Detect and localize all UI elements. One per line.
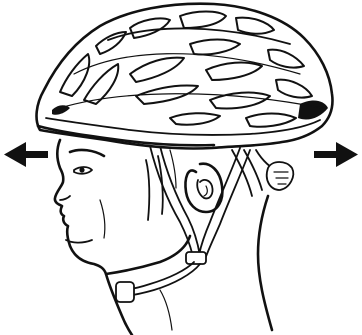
retention-dial (267, 162, 294, 190)
strap-divider (186, 252, 206, 264)
eye-pupil (79, 167, 84, 172)
arrow-right (314, 142, 358, 167)
nostril (60, 196, 70, 200)
face-profile-line (55, 140, 132, 335)
neck-front-inner (160, 290, 172, 330)
chin-buckle (116, 282, 134, 302)
ear-fold (204, 186, 207, 196)
helmet (37, 4, 333, 149)
hair-strand-1 (146, 160, 149, 220)
jaw-line (106, 236, 190, 274)
eyebrow (70, 150, 104, 156)
retention-system (256, 150, 293, 190)
chin-straps (116, 146, 250, 302)
head-profile (55, 140, 272, 335)
front-strap (150, 146, 194, 262)
arrow-left-head (4, 142, 26, 167)
arrow-left (4, 142, 48, 167)
front-strap-edge (160, 146, 200, 256)
arrow-right-head (336, 142, 358, 167)
cheek-line (100, 200, 105, 238)
mouth (66, 240, 92, 243)
neck-back (258, 196, 272, 330)
